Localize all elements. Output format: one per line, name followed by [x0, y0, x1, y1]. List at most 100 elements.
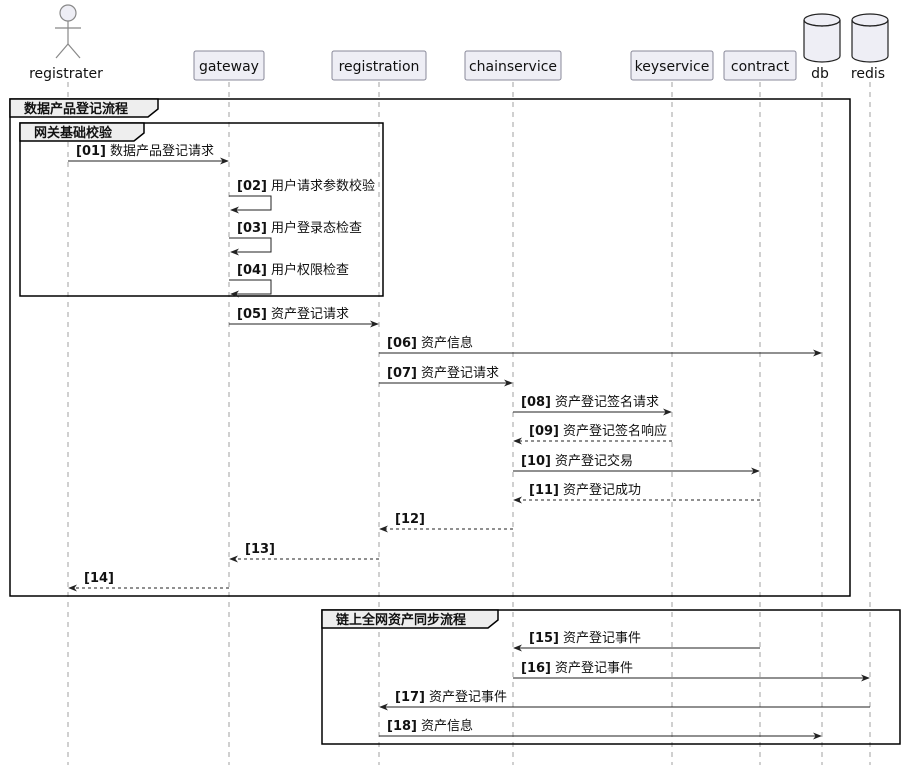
- participant-contract[interactable]: contract: [723, 50, 797, 81]
- message-6[interactable]: [06] 资产信息: [379, 335, 822, 357]
- message-4[interactable]: [04]用户权限检查: [229, 262, 349, 298]
- message-label: [15] 资产登记事件: [529, 631, 641, 646]
- message-text: 资产登记请求: [271, 307, 349, 322]
- message-arrow: [229, 279, 272, 298]
- message-16[interactable]: [16] 资产登记事件: [513, 661, 870, 682]
- message-label: [16] 资产登记事件: [521, 661, 633, 676]
- message-number: [06]: [387, 336, 417, 351]
- participant-label: db: [811, 66, 829, 82]
- message-label: [14]: [84, 571, 114, 586]
- message-arrow: [229, 195, 272, 214]
- message-number: [01]: [76, 144, 106, 159]
- message-5[interactable]: [05] 资产登记请求: [229, 307, 379, 328]
- message-label: [09] 资产登记签名响应: [529, 423, 667, 439]
- message-text: 用户请求参数校验: [271, 178, 375, 194]
- message-label: [01] 数据产品登记请求: [76, 144, 214, 159]
- message-number: [02]: [237, 179, 267, 194]
- message-label: [13]: [245, 542, 275, 557]
- group-frame-g3: 链上全网资产同步流程: [321, 609, 901, 745]
- message-number: [07]: [387, 366, 417, 381]
- message-number: [14]: [84, 571, 114, 586]
- message-number: [16]: [521, 661, 551, 676]
- message-number: [10]: [521, 454, 551, 469]
- message-17[interactable]: [17]资产登记事件: [379, 690, 870, 711]
- message-number: [09]: [529, 424, 559, 439]
- message-2[interactable]: [02] 用户请求参数校验: [229, 178, 375, 214]
- message-number: [05]: [237, 307, 267, 322]
- message-1[interactable]: [01] 数据产品登记请求: [68, 144, 229, 165]
- message-label: [12]: [395, 512, 425, 527]
- message-text: 资产登记事件: [563, 631, 641, 646]
- message-number: [11]: [529, 483, 559, 498]
- message-text: 资产信息: [421, 718, 473, 734]
- actor-icon: [55, 4, 81, 59]
- message-text: 数据产品登记请求: [110, 144, 214, 159]
- participant-label: redis: [851, 66, 885, 82]
- message-label: [04]用户权限检查: [237, 262, 349, 278]
- message-8[interactable]: [08] 资产登记签名请求: [513, 394, 672, 416]
- message-13[interactable]: [13]: [229, 542, 379, 563]
- participant-label: keyservice: [635, 59, 710, 75]
- message-number: [12]: [395, 512, 425, 527]
- participant-label: registrater: [29, 66, 103, 82]
- database-icon: [803, 13, 841, 63]
- message-number: [04]: [237, 263, 267, 278]
- group-tab: [19, 122, 145, 142]
- message-number: [13]: [245, 542, 275, 557]
- message-text: 用户登录态检查: [271, 220, 362, 236]
- participant-chainservice[interactable]: chainservice: [464, 50, 562, 81]
- message-label: [05] 资产登记请求: [237, 307, 349, 322]
- participant-registrater[interactable]: registrater: [29, 4, 103, 82]
- group-title: 数据产品登记流程: [24, 101, 128, 117]
- message-label: [06] 资产信息: [387, 335, 473, 351]
- message-18[interactable]: [18] 资产信息: [379, 718, 822, 740]
- message-label: [08] 资产登记签名请求: [521, 394, 659, 410]
- database-icon: [851, 13, 889, 63]
- message-number: [18]: [387, 719, 417, 734]
- message-text: 资产登记交易: [555, 453, 633, 469]
- message-3[interactable]: [03]用户登录态检查: [229, 220, 362, 256]
- message-10[interactable]: [10] 资产登记交易: [513, 453, 760, 475]
- message-label: [11] 资产登记成功: [529, 483, 641, 498]
- message-arrow: [229, 237, 272, 256]
- participant-box[interactable]: [193, 50, 265, 81]
- message-7[interactable]: [07] 资产登记请求: [379, 366, 513, 387]
- message-number: [15]: [529, 631, 559, 646]
- message-text: 资产登记成功: [563, 483, 641, 498]
- participant-label: contract: [731, 59, 790, 75]
- group-title: 链上全网资产同步流程: [335, 612, 466, 628]
- message-text: 资产登记请求: [421, 366, 499, 381]
- participant-keyservice[interactable]: keyservice: [630, 50, 714, 81]
- message-14[interactable]: [14]: [68, 571, 229, 592]
- participant-gateway[interactable]: gateway: [193, 50, 265, 81]
- message-11[interactable]: [11] 资产登记成功: [513, 483, 760, 504]
- participant-redis[interactable]: redis: [851, 13, 889, 82]
- group-tab: [9, 98, 159, 118]
- participant-label: registration: [339, 59, 420, 75]
- message-label: [02] 用户请求参数校验: [237, 178, 375, 194]
- message-text: 资产登记事件: [555, 661, 633, 676]
- message-label: [03]用户登录态检查: [237, 220, 362, 236]
- message-12[interactable]: [12]: [379, 512, 513, 533]
- message-text: 资产信息: [421, 335, 473, 351]
- participant-box[interactable]: [630, 50, 714, 81]
- participant-registration[interactable]: registration: [331, 50, 427, 81]
- message-number: [08]: [521, 395, 551, 410]
- message-15[interactable]: [15] 资产登记事件: [513, 631, 760, 652]
- participant-box[interactable]: [723, 50, 797, 81]
- message-label: [18] 资产信息: [387, 718, 473, 734]
- message-text: 资产登记签名响应: [563, 423, 667, 439]
- message-9[interactable]: [09] 资产登记签名响应: [513, 423, 672, 445]
- message-text: 资产登记签名请求: [555, 394, 659, 410]
- group-title: 网关基础校验: [34, 125, 113, 141]
- group-tab: [321, 609, 499, 629]
- participant-box[interactable]: [331, 50, 427, 81]
- group-frame-g2: 网关基础校验: [19, 122, 384, 297]
- message-label: [07] 资产登记请求: [387, 366, 499, 381]
- message-number: [17]: [395, 690, 425, 705]
- message-label: [17]资产登记事件: [395, 690, 507, 705]
- participant-db[interactable]: db: [803, 13, 841, 82]
- participant-box[interactable]: [464, 50, 562, 81]
- group-frame-g1: 数据产品登记流程: [9, 98, 851, 597]
